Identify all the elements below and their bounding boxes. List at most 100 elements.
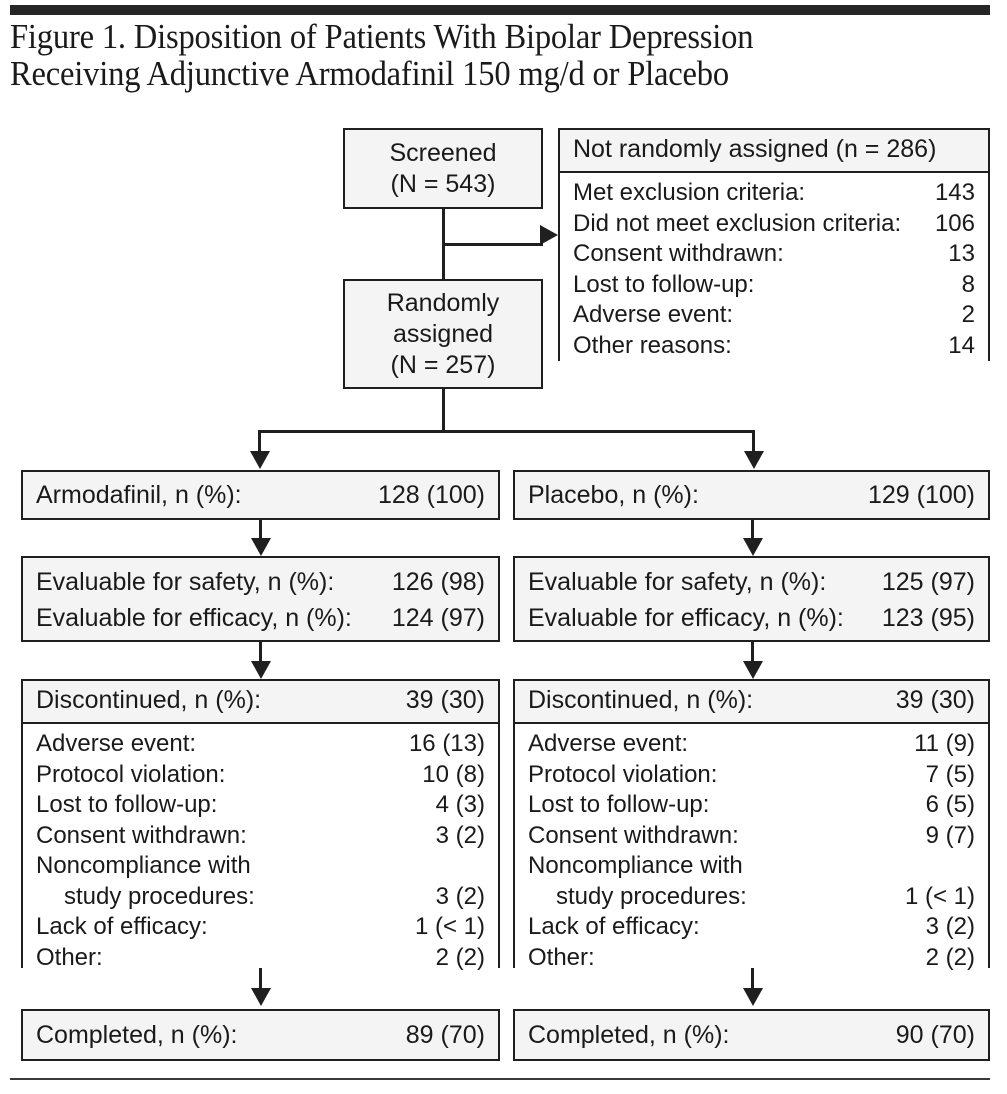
reason-label: Lost to follow-up: <box>573 270 755 298</box>
screened-label: Screened <box>389 138 497 167</box>
placebo-assigned-box: Placebo, n (%): 129 (100) <box>513 470 990 520</box>
arrow-down-placebo <box>743 451 764 469</box>
armodafinil-completed-value: 89 (70) <box>405 1020 485 1049</box>
reason-value: 14 <box>948 331 975 359</box>
arrow-down-placebo-discontinued <box>742 661 763 679</box>
reason-value: 4 (3) <box>435 791 485 818</box>
list-item: Evaluable for safety, n (%): 125 (97) <box>528 564 975 600</box>
footer-rule <box>10 1078 990 1080</box>
list-item: Other: 2 (2) <box>528 943 975 974</box>
armodafinil-discontinued-list: Adverse event: 16 (13) Protocol violatio… <box>23 724 498 979</box>
list-item: Consent withdrawn: 3 (2) <box>36 821 485 852</box>
figure-title-line-2: Receiving Adjunctive Armodafinil 150 mg/… <box>10 54 729 93</box>
list-item: Lost to follow-up: 4 (3) <box>36 790 485 821</box>
evaluable-safety-label: Evaluable for safety, n (%): <box>528 568 827 596</box>
placebo-assigned-label: Placebo, n (%): <box>528 480 699 509</box>
discontinued-value: 39 (30) <box>405 686 485 714</box>
arrow-down-armodafinil-completed <box>250 988 271 1006</box>
list-item: Lost to follow-up: 6 (5) <box>528 790 975 821</box>
armodafinil-discontinued-box: Discontinued, n (%): 39 (30) Adverse eve… <box>21 679 500 979</box>
arrow-down-placebo-completed <box>742 988 763 1006</box>
list-item: Noncompliance with <box>36 851 485 882</box>
reason-label: Other reasons: <box>573 331 732 359</box>
reason-label: Protocol violation: <box>528 760 718 788</box>
reason-label: Consent withdrawn: <box>36 821 247 849</box>
list-item: Evaluable for efficacy, n (%): 123 (95) <box>528 600 975 636</box>
reason-label: Noncompliance with <box>528 852 743 879</box>
reason-label: Lost to follow-up: <box>36 791 218 818</box>
not-randomly-assigned-list: Met exclusion criteria: 143 Did not meet… <box>560 173 988 367</box>
not-randomly-assigned-box: Not randomly assigned (n = 286) Met excl… <box>558 128 990 367</box>
list-item: Noncompliance with <box>528 851 975 882</box>
randomized-label-2: assigned <box>392 319 494 348</box>
evaluable-efficacy-value: 123 (95) <box>881 604 975 632</box>
screened-count: (N = 543) <box>390 169 496 198</box>
evaluable-safety-label: Evaluable for safety, n (%): <box>36 568 335 596</box>
placebo-completed-label: Completed, n (%): <box>528 1020 730 1049</box>
list-item: Evaluable for safety, n (%): 126 (98) <box>36 564 485 600</box>
reason-value: 143 <box>934 179 975 206</box>
reason-label: study procedures: <box>556 882 747 910</box>
list-item: Did not meet exclusion criteria: 106 <box>573 209 975 240</box>
reason-label: Noncompliance with <box>36 852 251 879</box>
armodafinil-assigned-label: Armodafinil, n (%): <box>36 480 242 509</box>
connector-armodafinil-evaluable-to-discontinued <box>259 642 262 664</box>
reason-label: study procedures: <box>64 882 255 910</box>
list-item: Lack of efficacy: 3 (2) <box>528 912 975 943</box>
armodafinil-assigned-value: 128 (100) <box>377 480 485 509</box>
reason-label: Protocol violation: <box>36 760 226 788</box>
reason-value: 10 (8) <box>422 760 485 788</box>
evaluable-safety-value: 125 (97) <box>881 568 975 596</box>
reason-label: Adverse event: <box>573 301 734 328</box>
discontinued-label: Discontinued, n (%): <box>36 686 262 714</box>
placebo-evaluable-box: Evaluable for safety, n (%): 125 (97) Ev… <box>513 556 990 642</box>
list-item: Protocol violation: 7 (5) <box>528 760 975 791</box>
reason-value: 2 (2) <box>925 943 975 971</box>
connector-armodafinil-discontinued-to-completed <box>259 968 262 990</box>
arrow-down-armodafinil-evaluable <box>250 538 271 556</box>
connector-split-bar <box>258 430 755 433</box>
reason-value: 7 (5) <box>925 760 975 788</box>
reason-value: 9 (7) <box>925 821 975 849</box>
connector-placebo-assigned-to-evaluable <box>751 520 754 540</box>
placebo-completed-box: Completed, n (%): 90 (70) <box>513 1009 990 1061</box>
placebo-discontinued-header: Discontinued, n (%): 39 (30) <box>515 681 988 724</box>
armodafinil-evaluable-box: Evaluable for safety, n (%): 126 (98) Ev… <box>21 556 500 642</box>
reason-label: Did not meet exclusion criteria: <box>573 209 902 237</box>
reason-label: Consent withdrawn: <box>528 821 739 849</box>
reason-value: 106 <box>934 209 975 237</box>
reason-value: 6 (5) <box>925 791 975 818</box>
list-item: Protocol violation: 10 (8) <box>36 760 485 791</box>
list-item: Other reasons: 14 <box>573 331 975 362</box>
arrow-right-excluded <box>540 224 558 245</box>
reason-value: 3 (2) <box>435 882 485 910</box>
list-item: Adverse event: 2 <box>573 300 975 331</box>
randomized-count: (N = 257) <box>390 350 496 379</box>
evaluable-efficacy-label: Evaluable for efficacy, n (%): <box>528 604 844 632</box>
reason-label: Adverse event: <box>528 730 689 757</box>
connector-randomized-trunk <box>441 389 445 432</box>
evaluable-safety-value: 126 (98) <box>391 568 485 596</box>
placebo-assigned-value: 129 (100) <box>867 480 975 509</box>
armodafinil-completed-box: Completed, n (%): 89 (70) <box>21 1009 500 1061</box>
list-item: Lost to follow-up: 8 <box>573 270 975 301</box>
connector-split-right <box>752 430 755 453</box>
list-item: Adverse event: 16 (13) <box>36 729 485 760</box>
reason-label: Lack of efficacy: <box>36 913 208 940</box>
reason-value: 3 (2) <box>435 821 485 849</box>
arrow-down-placebo-evaluable <box>742 538 763 556</box>
list-item: Evaluable for efficacy, n (%): 124 (97) <box>36 600 485 636</box>
list-item: Adverse event: 11 (9) <box>528 729 975 760</box>
reason-label: Other: <box>36 943 103 971</box>
reason-label: Lost to follow-up: <box>528 791 710 818</box>
connector-split-left <box>258 430 261 453</box>
reason-value: 11 (9) <box>914 730 975 757</box>
list-item: Other: 2 (2) <box>36 943 485 974</box>
figure-title: Figure 1. Disposition of Patients With B… <box>10 18 926 92</box>
reason-label: Adverse event: <box>36 730 197 757</box>
reason-label: Lack of efficacy: <box>528 913 700 940</box>
reason-label: Other: <box>528 943 595 971</box>
reason-label: Consent withdrawn: <box>573 240 784 267</box>
screened-box: Screened (N = 543) <box>343 128 543 209</box>
connector-placebo-evaluable-to-discontinued <box>751 642 754 664</box>
